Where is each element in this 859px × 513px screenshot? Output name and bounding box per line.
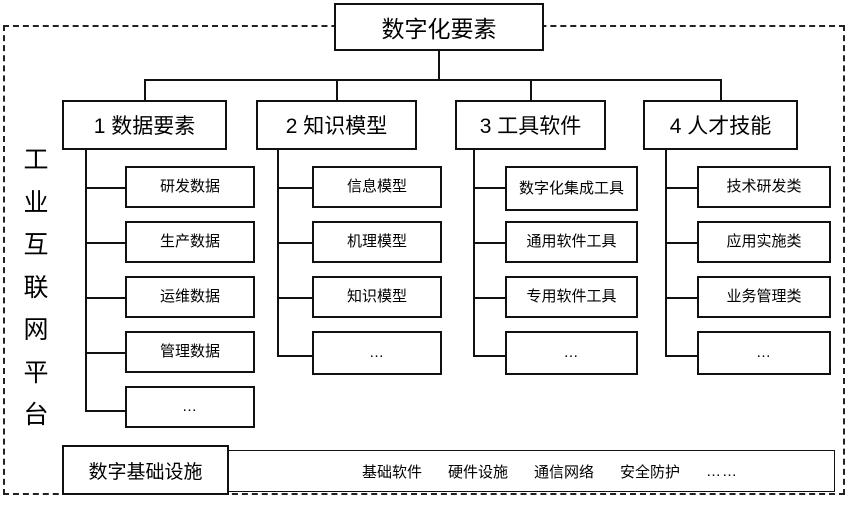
stub-cat2-child2 <box>277 242 314 244</box>
platform-vertical-label: 工 业 互 联 网 平 台 <box>14 148 58 428</box>
infrastructure-item-1: 基础软件 <box>361 463 422 481</box>
leaf-box-1-2: 生产数据 <box>125 221 255 263</box>
leaf-box-3-2: 通用软件工具 <box>505 221 638 263</box>
stub-cat1-child3 <box>85 297 127 299</box>
leaf-box-1-1: 研发数据 <box>125 166 255 208</box>
stub-cat4-child1 <box>665 187 699 189</box>
stub-cat4-child2 <box>665 242 699 244</box>
infrastructure-item-2: 硬件设施 <box>447 463 508 481</box>
spine-category-3 <box>473 150 475 357</box>
stub-cat4-child3 <box>665 297 699 299</box>
stub-cat2-child3 <box>277 297 314 299</box>
stub-cat1-child1 <box>85 187 127 189</box>
leaf-box-4-4: … <box>697 331 831 375</box>
stub-cat3-child4 <box>473 355 507 357</box>
infrastructure-label-box: 数字基础设施 <box>62 445 229 495</box>
leaf-box-3-4: … <box>505 331 638 375</box>
platform-label-char-5: 网 <box>23 316 49 344</box>
infrastructure-item-5: …… <box>706 462 739 480</box>
stub-cat3-child1 <box>473 187 507 189</box>
platform-label-char-4: 联 <box>23 273 49 302</box>
connector-bus-to-cat-3 <box>530 79 532 100</box>
stub-cat3-child3 <box>473 297 507 299</box>
infrastructure-item-3: 通信网络 <box>534 463 595 481</box>
platform-label-char-3: 互 <box>23 231 49 259</box>
leaf-box-2-4: … <box>312 331 442 375</box>
platform-label-char-6: 平 <box>23 358 49 387</box>
root-title-box: 数字化要素 <box>334 3 544 51</box>
leaf-box-2-1: 信息模型 <box>312 166 442 208</box>
category-box-4: 4 人才技能 <box>643 100 798 150</box>
spine-category-1 <box>85 150 87 412</box>
leaf-box-1-4: 管理数据 <box>125 331 255 373</box>
stub-cat2-child1 <box>277 187 314 189</box>
connector-bus-to-cat-4 <box>720 79 722 100</box>
leaf-box-4-1: 技术研发类 <box>697 166 831 208</box>
stub-cat1-child2 <box>85 242 127 244</box>
connector-bus-to-cat-2 <box>336 79 338 100</box>
leaf-box-3-1: 数字化集成工具 <box>505 166 638 211</box>
connector-root-down <box>438 51 440 80</box>
category-box-1: 1 数据要素 <box>62 100 227 150</box>
leaf-box-4-3: 业务管理类 <box>697 276 831 318</box>
leaf-box-3-3: 专用软件工具 <box>505 276 638 318</box>
infrastructure-items: 基础软件 硬件设施 通信网络 安全防护 …… <box>322 461 738 482</box>
leaf-box-1-3: 运维数据 <box>125 276 255 318</box>
leaf-box-4-2: 应用实施类 <box>697 221 831 263</box>
stub-cat1-child5 <box>85 410 127 412</box>
infrastructure-content-box: 基础软件 硬件设施 通信网络 安全防护 …… <box>225 450 835 492</box>
leaf-box-2-2: 机理模型 <box>312 221 442 263</box>
platform-label-char-1: 工 <box>23 146 49 174</box>
stub-cat4-child4 <box>665 355 699 357</box>
category-box-2: 2 知识模型 <box>256 100 417 150</box>
platform-label-char-2: 业 <box>23 188 49 217</box>
spine-category-4 <box>665 150 667 357</box>
spine-category-2 <box>277 150 279 357</box>
leaf-box-1-5: … <box>125 386 255 428</box>
connector-root-bus <box>144 79 722 81</box>
platform-label-char-7: 台 <box>23 401 49 429</box>
leaf-box-2-3: 知识模型 <box>312 276 442 318</box>
infrastructure-item-4: 安全防护 <box>620 463 681 481</box>
connector-bus-to-cat-1 <box>144 79 146 100</box>
stub-cat2-child4 <box>277 355 314 357</box>
category-box-3: 3 工具软件 <box>455 100 606 150</box>
stub-cat1-child4 <box>85 352 127 354</box>
stub-cat3-child2 <box>473 242 507 244</box>
